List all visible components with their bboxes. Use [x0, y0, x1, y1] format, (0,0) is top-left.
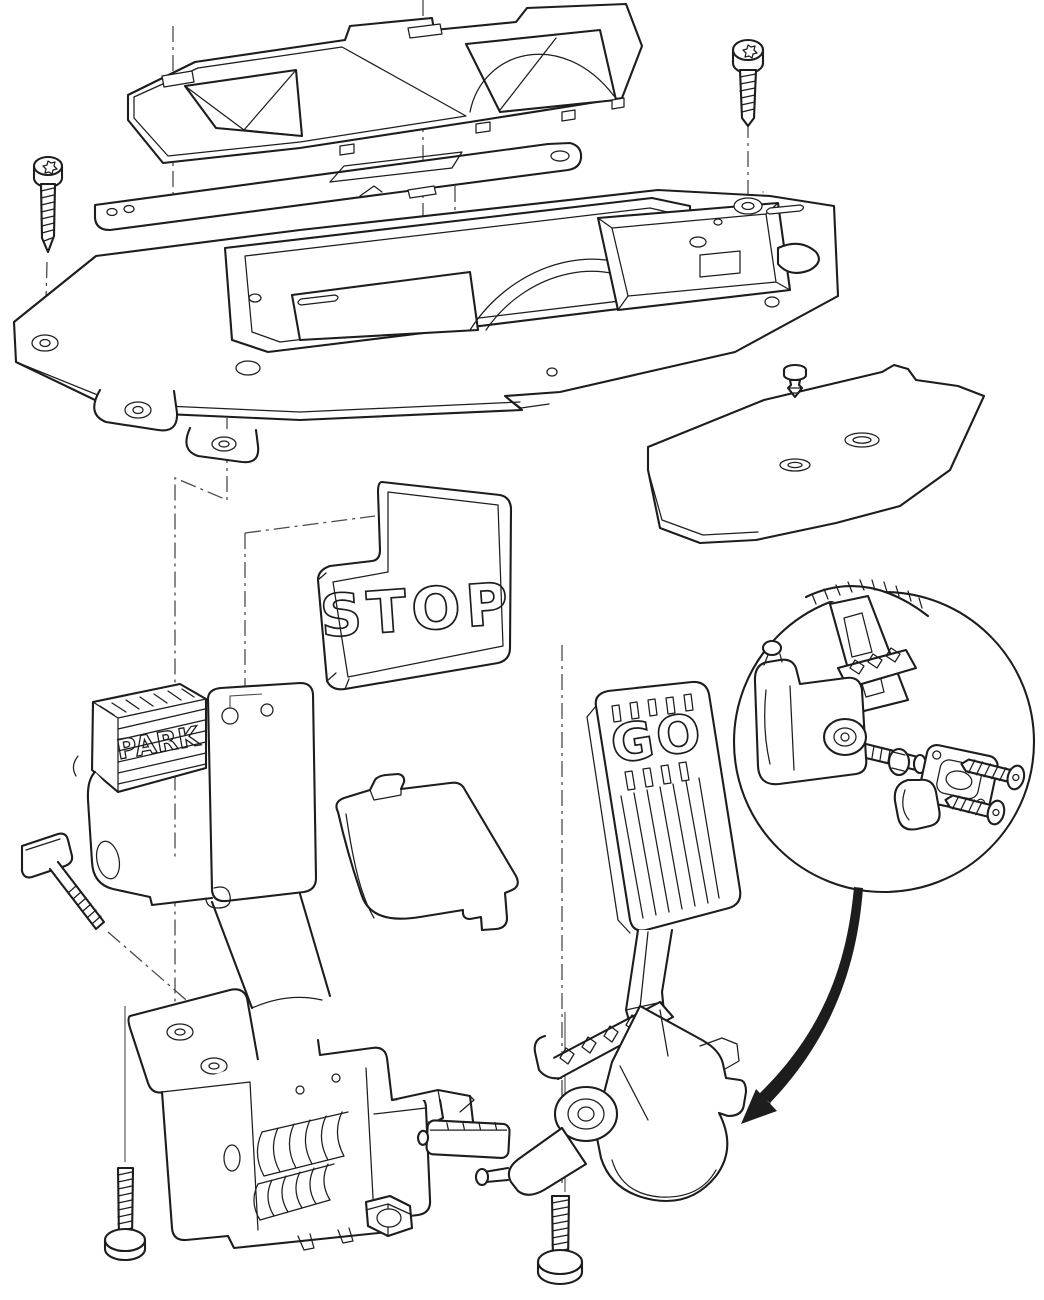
mounting-bolt-center — [536, 1194, 584, 1286]
pedal-cover-shield — [335, 772, 519, 932]
stop-pedal-label: STOP — [318, 569, 515, 650]
torx-screw-top-right — [731, 38, 765, 128]
floorboard-base-plate — [12, 188, 840, 464]
push-pin-fastener — [782, 363, 808, 399]
coil-springs — [253, 1111, 349, 1221]
heel-plate-panel — [646, 363, 986, 545]
sensor-screws — [944, 758, 1026, 826]
accelerator-base-mechanism — [474, 1004, 748, 1202]
carriage-bolt — [20, 832, 106, 931]
stop-pedal-pad: STOP — [316, 480, 516, 691]
park-brake-pedal: PARK — [72, 681, 332, 1010]
damper-block — [417, 1119, 511, 1159]
hex-nut — [364, 1194, 414, 1238]
go-pedal-assembly: GO — [474, 680, 748, 1286]
detail-arrow — [741, 887, 863, 1124]
brake-bracket-assembly — [20, 832, 511, 1262]
mounting-bolt-left — [103, 1166, 147, 1262]
cover-retainer-strip — [93, 141, 583, 232]
detail-inset-view — [732, 579, 1036, 894]
torx-screw-top-left — [32, 155, 64, 254]
pedal-housing-cover — [126, 2, 644, 165]
